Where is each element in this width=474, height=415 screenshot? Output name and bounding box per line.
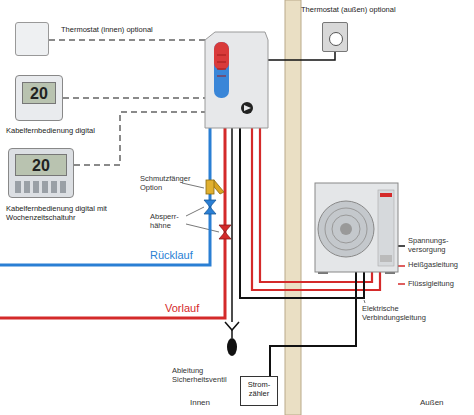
part-label: Absperr- hähne [150, 212, 186, 230]
outdoor-unit-part [378, 190, 394, 266]
line-label: Spannungs- versorgung [408, 236, 468, 254]
leader-line [182, 183, 405, 303]
drain-pipe-part [231, 330, 233, 338]
return-pipe-part [0, 128, 210, 265]
shutoff-valve [204, 200, 231, 239]
leader-line-part [186, 207, 204, 216]
meter-label: Strom- zähler [244, 380, 274, 398]
outdoor-unit-part [332, 215, 360, 243]
indoor-unit-part [205, 32, 268, 128]
indoor-unit-part [244, 105, 251, 111]
part-label: Ableitung Sicherheitsventil [172, 366, 234, 384]
flow-pipe [0, 128, 225, 318]
outdoor-unit-part [325, 208, 367, 250]
display-value: 20 [22, 82, 56, 104]
wired-remote: 20Kabelfernbedienung digital [15, 75, 63, 121]
device-label: Thermostat (außen) optional [301, 5, 451, 14]
control-cable-part [49, 39, 205, 41]
wall-part [285, 0, 301, 415]
strainer [206, 180, 224, 194]
electric-line-part [270, 272, 356, 376]
thermostat-cable [268, 52, 335, 60]
indoor-unit-part [241, 102, 253, 114]
electricity-meter: Strom- zähler [240, 376, 278, 406]
indoor-unit [205, 32, 268, 128]
drain-pipe-part [231, 128, 233, 322]
device-label: Thermostat (innen) optional [61, 25, 191, 34]
part-label: Schmutzfänger Option [140, 174, 200, 192]
area-label: Außen [420, 398, 460, 408]
drain-pipe [225, 128, 239, 356]
wired-remote-timer: 20Kabelfernbedienung digital mit Wochenz… [8, 148, 74, 198]
outdoor-unit-part [340, 223, 352, 235]
control-cable-part [74, 112, 205, 165]
control-cable [49, 40, 205, 165]
outdoor-thermostat: Thermostat (außen) optional [322, 22, 348, 52]
display-value: 20 [15, 154, 67, 176]
drain-pipe-part [227, 338, 237, 356]
device-label: Kabelfernbedienung digital mit Wochenzei… [6, 204, 118, 222]
button-row [15, 181, 67, 193]
room-thermostat: Thermostat (innen) optional [15, 22, 49, 56]
strainer-part [206, 180, 214, 194]
leader-line-part [364, 300, 365, 303]
pipe-label: Rücklauf [150, 249, 208, 262]
flow-pipe-part [0, 128, 225, 318]
indoor-unit-part [214, 42, 229, 98]
pipe-label: Vorlauf [165, 302, 223, 315]
area-label: Innen [190, 398, 230, 408]
outdoor-unit-part [380, 255, 392, 262]
shutoff-valve-part [204, 200, 216, 214]
return-pipe [0, 128, 210, 265]
outdoor-unit-part [318, 201, 374, 257]
thermostat-cable-part [268, 52, 335, 60]
leader-line-part [398, 265, 405, 267]
line-label: Elektrische Verbindungsleitung [362, 304, 442, 322]
indoor-unit-part [217, 55, 226, 76]
outdoor-unit-part [380, 193, 392, 197]
leader-line-part [182, 183, 204, 188]
indoor-unit-part [214, 42, 229, 70]
line-label: Heißgasleitung [408, 260, 470, 269]
leader-line-part [186, 224, 219, 232]
shutoff-valve-part [219, 225, 231, 239]
drain-pipe-part [225, 322, 239, 330]
wall [285, 0, 301, 415]
outdoor-unit-part [315, 183, 398, 272]
device-label: Kabelfernbedienung digital [6, 126, 126, 135]
leader-line-part [398, 283, 405, 285]
control-cable-part [63, 97, 205, 99]
thermostat-dial [329, 32, 343, 46]
leader-line-part [398, 245, 405, 247]
line-label: Flüssigleitung [408, 279, 470, 288]
outdoor-unit [315, 183, 398, 274]
